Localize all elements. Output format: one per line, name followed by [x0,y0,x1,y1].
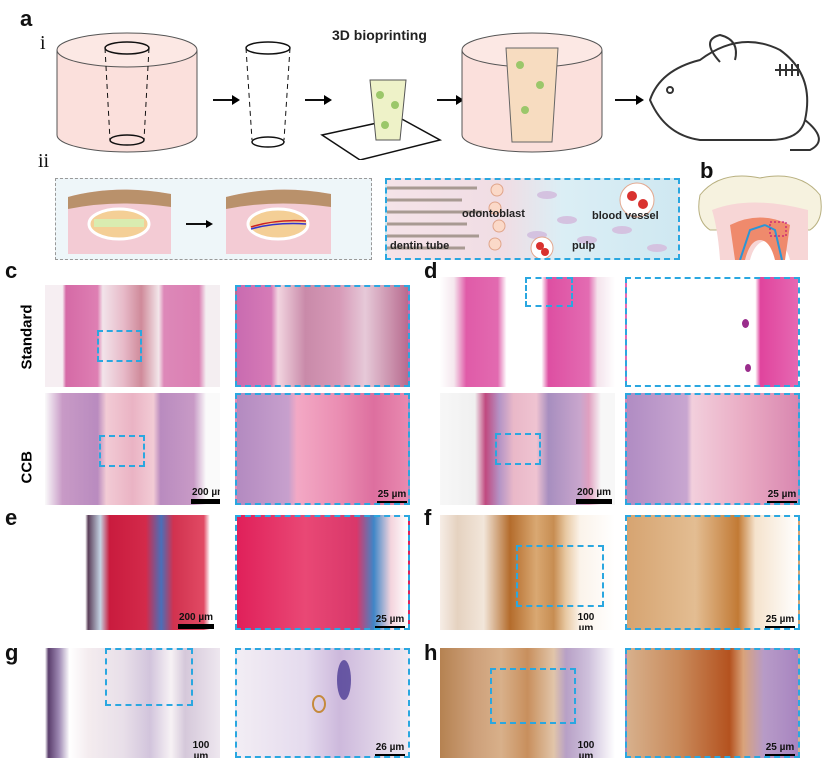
pulp-label: pulp [572,240,596,252]
scale-bar: 100 µm [570,612,602,630]
panel-label-e: e [5,505,18,530]
pulp-dentin-schematic: odontoblast blood vessel dentin tube pul… [385,178,680,260]
scale-bar-label: 200 µm [191,487,220,498]
scale-bar: 26 µm [375,742,405,756]
tissue-block-illustrations [68,189,331,254]
scale-bar: 25 µm [767,489,797,503]
h-low-mag-image: 100 µm [440,648,615,758]
zoom-region-box [97,330,142,362]
scale-bar: 25 µm [765,614,795,628]
implantation-schematic [55,178,372,260]
scale-bar-label: 100 µm [192,740,210,758]
scale-bar-label: 25 µm [377,489,407,500]
dentin-tube-label: dentin tube [390,240,450,252]
d-ccb-high-mag-image: 25 µm [625,393,800,505]
subpanel-label-ii: ii [38,150,50,172]
g-low-mag-image: 100 µm [45,648,220,758]
mouse-icon [648,33,820,151]
row-label-ccb: CCB [18,451,36,484]
bioprinted-cup-icon [320,79,443,160]
scale-bar-label: 100 µm [577,612,595,630]
filled-scaffold-icon [461,32,603,153]
blood-vessel-label: blood vessel [592,210,659,222]
row-label-standard: Standard [18,304,36,370]
c-standard-low-mag-image [45,285,220,387]
scale-bar-label: 100 µm [577,740,595,758]
arrow-icon [213,95,240,105]
d-standard-high-mag-image [625,277,800,387]
odontoblast-label: odontoblast [462,208,525,220]
dentin-pulp-illustration [387,182,667,260]
scale-bar: 25 µm [377,489,407,503]
zoom-region-box [105,648,193,706]
h-high-mag-image: 25 µm [625,648,800,758]
c-ccb-high-mag-image: 25 µm [235,393,410,505]
scale-bar: 200 µm [191,487,220,504]
scaffold-mold-icon [56,32,198,153]
scale-bar-label: 26 µm [375,742,405,753]
scale-bar-label: 25 µm [765,614,795,625]
g-high-mag-image: 26 µm [235,648,410,758]
zoom-region-box [99,435,145,467]
f-low-mag-image: 100 µm [440,515,615,630]
e-low-mag-image: 200 µm [70,515,222,630]
scale-bar: 200 µm [178,612,214,629]
scale-bar-label: 25 µm [375,614,405,625]
tooth-diagram [698,175,822,260]
d-ccb-low-mag-image: 200 µm [440,393,615,505]
zoom-region-box [490,668,576,724]
scale-bar: 200 µm [576,487,612,504]
scale-bar-label: 25 µm [767,489,797,500]
subpanel-label-i: i [40,32,46,54]
scale-bar: 25 µm [375,614,405,628]
arrow-icon [437,95,464,105]
workflow-schematic [56,32,820,160]
e-high-mag-image: 25 µm [235,515,410,630]
panel-label-g: g [5,640,19,665]
panel-label-f: f [424,505,432,530]
panel-label-a: a [20,6,33,31]
f-high-mag-image: 25 µm [625,515,800,630]
bioprinting-label: 3D bioprinting [332,27,427,43]
panel-label-h: h [424,640,438,665]
scale-bar-label: 25 µm [765,742,795,753]
panel-label-c: c [5,258,18,283]
zoom-region-box [525,277,573,307]
cup-outline-icon [245,41,291,148]
arrow-icon [615,95,644,105]
arrow-icon [305,95,332,105]
scale-bar: 100 µm [185,740,217,758]
scale-bar-label: 200 µm [178,612,214,623]
d-standard-low-mag-image [440,277,615,387]
c-standard-high-mag-image [235,285,410,387]
zoom-region-box [516,545,604,607]
panel-label-b: b [700,158,714,183]
c-ccb-low-mag-image: 200 µm [45,393,220,505]
panel-label-d: d [424,258,438,283]
scale-bar: 100 µm [570,740,602,758]
scale-bar-label: 200 µm [576,487,612,498]
zoom-region-box [495,433,541,465]
scale-bar: 25 µm [765,742,795,756]
